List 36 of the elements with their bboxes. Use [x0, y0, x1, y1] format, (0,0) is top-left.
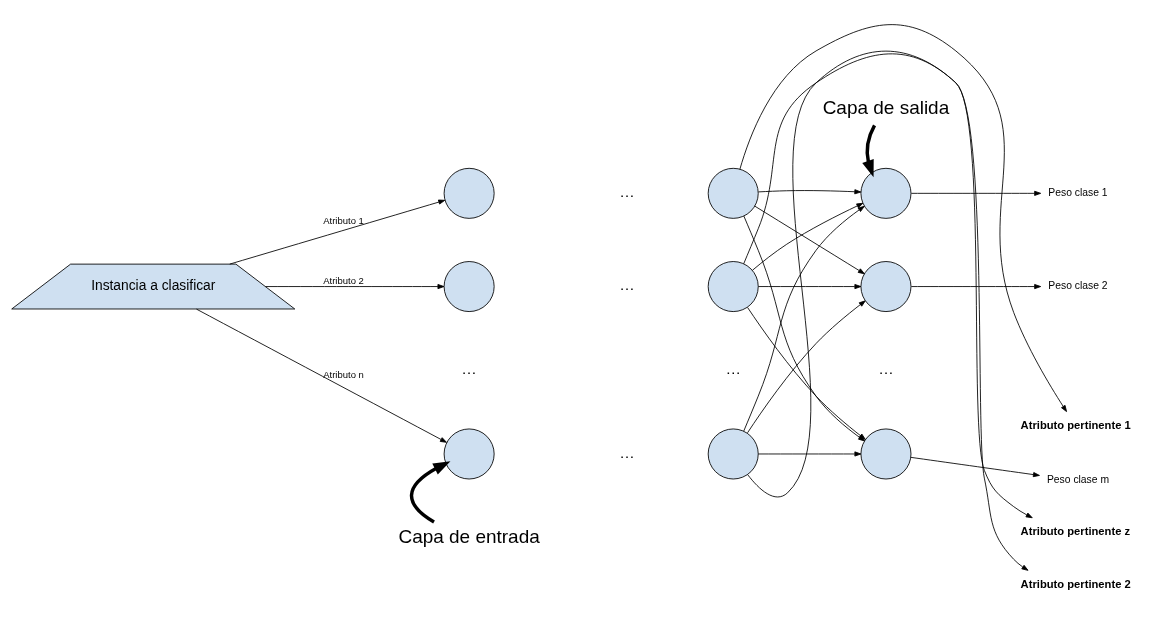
node-circle — [707, 428, 759, 479]
label: … — [619, 182, 635, 200]
node-circle — [707, 167, 759, 219]
arrow — [757, 283, 862, 289]
node-text: Capa de entrada — [398, 525, 540, 547]
node-circle — [443, 167, 495, 219]
label: … — [725, 359, 741, 377]
arrow — [265, 283, 445, 289]
node-text: Peso clase 1 — [1048, 186, 1108, 198]
node-circle — [707, 260, 759, 312]
node-circle — [860, 167, 912, 219]
node-text: Capa de salida — [822, 96, 950, 118]
node-text: Atributo pertinente z — [1020, 524, 1131, 537]
arrow — [862, 124, 877, 177]
node-circle — [443, 428, 495, 479]
arrow — [910, 190, 1042, 196]
arrow — [757, 450, 862, 456]
label: … — [619, 275, 635, 293]
label: … — [461, 359, 477, 377]
edge-label: Atributo 2 — [323, 274, 364, 286]
arrow — [196, 308, 447, 443]
arrow — [739, 23, 1067, 412]
node-text: Peso clase 2 — [1048, 279, 1108, 291]
node-text: Atributo pertinente 2 — [1020, 577, 1131, 590]
arrow — [409, 460, 451, 523]
arrow — [910, 283, 1042, 289]
node-text: Atributo pertinente 1 — [1020, 418, 1131, 431]
edge-label: Atributo n — [323, 368, 364, 380]
edge-label: Atributo 1 — [323, 214, 364, 226]
arrow — [229, 199, 446, 265]
arrow — [758, 188, 862, 194]
node-circle — [443, 260, 495, 312]
label: … — [619, 443, 635, 461]
node-text: Peso clase m — [1046, 473, 1110, 485]
arrow — [910, 456, 1040, 477]
label: … — [878, 359, 894, 377]
